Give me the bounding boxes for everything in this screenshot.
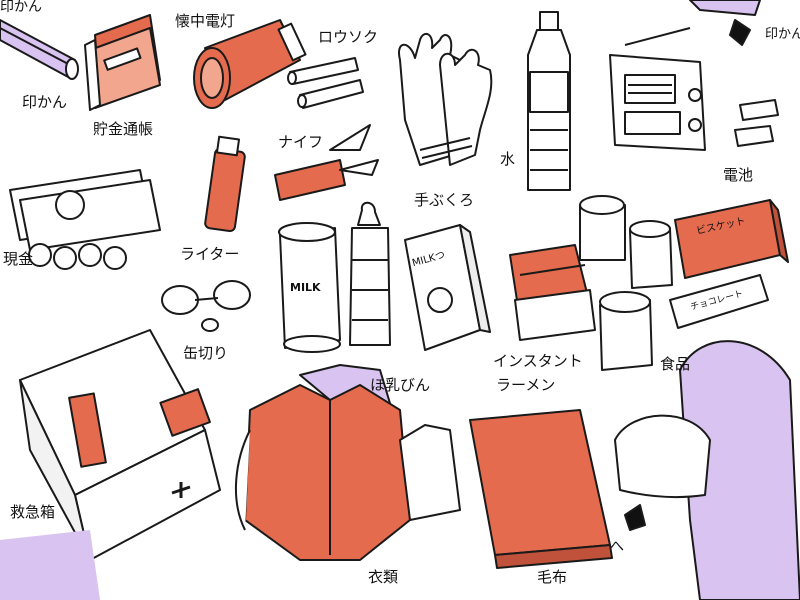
- label-bankbook: 貯金通帳: [93, 120, 154, 138]
- shirt-illustration: [399, 424, 461, 521]
- cloth-shadow-left: [0, 530, 100, 600]
- food-cans-illustration: [579, 195, 673, 371]
- batteries-illustration: [734, 99, 779, 147]
- label-battery: 電池: [723, 166, 754, 184]
- label-hanko-left: 印かん: [0, 0, 42, 15]
- label-cash: 現金: [3, 250, 34, 268]
- first-aid-box-illustration: [19, 329, 221, 561]
- hanko-stamp-right: [689, 0, 761, 46]
- chocolate-illustration: [669, 274, 769, 329]
- flashlight-illustration: [193, 19, 307, 109]
- label-helmet-mark: へ: [610, 539, 624, 555]
- label-gloves: 手ぶくろ: [414, 191, 475, 209]
- label-baby-bottle: ほ乳びん: [370, 376, 431, 394]
- jacket-illustration: [235, 364, 411, 561]
- label-first-aid: 救急箱: [10, 503, 56, 521]
- label-water: 水: [500, 150, 516, 168]
- label-instant-ramen-line2: ラーメン: [496, 376, 556, 394]
- milk-powder-box-illustration: [404, 224, 491, 351]
- blanket-illustration: [469, 409, 613, 569]
- label-food: 食品: [660, 355, 691, 373]
- instant-ramen-illustration: [509, 244, 596, 341]
- lighter-illustration: [204, 135, 246, 233]
- work-gloves-illustration: [398, 32, 493, 166]
- milk-can-illustration: [278, 222, 341, 353]
- label-lighter: ライター: [180, 245, 240, 263]
- label-flashlight: 懐中電灯: [175, 12, 236, 30]
- label-hanko-left-2: 印かん: [22, 93, 68, 111]
- label-can-opener: 缶切り: [183, 344, 229, 362]
- can-opener-illustration: [161, 280, 251, 332]
- baby-bottle-illustration: [349, 201, 391, 346]
- label-clothes: 衣類: [368, 568, 399, 586]
- bankbook-illustration: [84, 14, 161, 111]
- water-bottle-illustration: [527, 11, 571, 191]
- radio-illustration: [609, 27, 706, 151]
- label-blanket: 毛布: [537, 568, 568, 586]
- label-instant-ramen-line1: インスタント: [493, 352, 583, 370]
- biscuit-box-illustration: [674, 199, 789, 279]
- cash-illustration: [9, 169, 161, 270]
- label-hanko-right: 印かん: [765, 27, 800, 42]
- knife-illustration: [274, 124, 379, 201]
- disaster-hood-illustration: [614, 340, 800, 600]
- candles-illustration: [287, 57, 364, 109]
- label-knife: ナイフ: [278, 133, 324, 151]
- label-candle: ロウソク: [318, 28, 379, 46]
- hanko-stamp-left: [0, 19, 79, 80]
- milk-can-text: MILK: [290, 281, 321, 294]
